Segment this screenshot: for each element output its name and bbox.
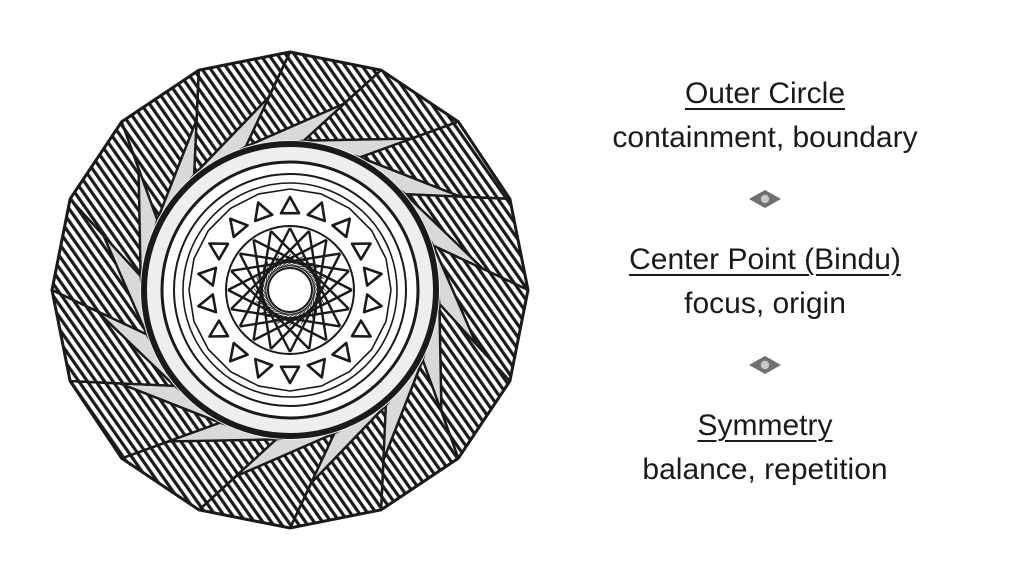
divider <box>747 160 783 238</box>
outer-rim <box>50 50 530 530</box>
legend-heading: Center Point (Bindu) <box>629 243 901 276</box>
star-line <box>238 253 292 353</box>
triangle <box>279 365 301 385</box>
legend-heading: Symmetry <box>697 409 833 442</box>
triangle <box>306 357 327 379</box>
eye-diamond-icon <box>749 190 781 208</box>
star-line <box>239 252 350 273</box>
divider <box>747 326 783 404</box>
legend-description: balance, repetition <box>642 453 888 486</box>
triangle <box>208 319 230 338</box>
legend-item-center-point: Center Point (Bindu) focus, origin <box>629 238 901 326</box>
triangle <box>197 266 218 287</box>
star-line <box>239 307 350 328</box>
star-line <box>252 230 273 341</box>
star-line <box>307 239 328 350</box>
triangle <box>306 201 327 223</box>
triangle-ring <box>197 195 383 385</box>
legend-description: focus, origin <box>684 287 846 320</box>
star-line <box>253 238 353 292</box>
legend-description: containment, boundary <box>612 121 918 154</box>
star-line <box>227 238 327 292</box>
star-line <box>230 252 341 273</box>
triangle <box>253 357 274 379</box>
triangle <box>279 195 301 215</box>
mandala-diagram <box>50 50 530 530</box>
triangle <box>362 293 383 314</box>
triangle <box>197 293 218 314</box>
legend: Outer Circle containment, boundary Cente… <box>560 72 970 492</box>
star-line <box>288 253 342 353</box>
star-line <box>307 230 328 341</box>
triangle <box>350 242 372 261</box>
triangle <box>362 266 383 287</box>
star-line <box>288 227 342 327</box>
star-line <box>253 288 353 342</box>
legend-heading: Outer Circle <box>684 77 846 110</box>
center-star-pattern <box>225 225 355 355</box>
triangle <box>228 217 249 239</box>
star-line <box>230 307 341 328</box>
triangle <box>331 341 352 363</box>
triangle <box>228 341 249 363</box>
star-line <box>227 288 327 342</box>
triangle <box>350 319 372 338</box>
spiral-ray <box>313 285 318 314</box>
eye-diamond-icon <box>749 356 781 374</box>
star-line <box>252 239 273 350</box>
legend-item-symmetry: Symmetry balance, repetition <box>642 404 887 492</box>
triangle <box>208 242 230 261</box>
center-bindu <box>267 267 313 313</box>
star-line <box>238 227 292 327</box>
legend-item-outer-circle: Outer Circle containment, boundary <box>612 72 917 160</box>
triangle <box>331 217 352 239</box>
triangle <box>253 201 274 223</box>
